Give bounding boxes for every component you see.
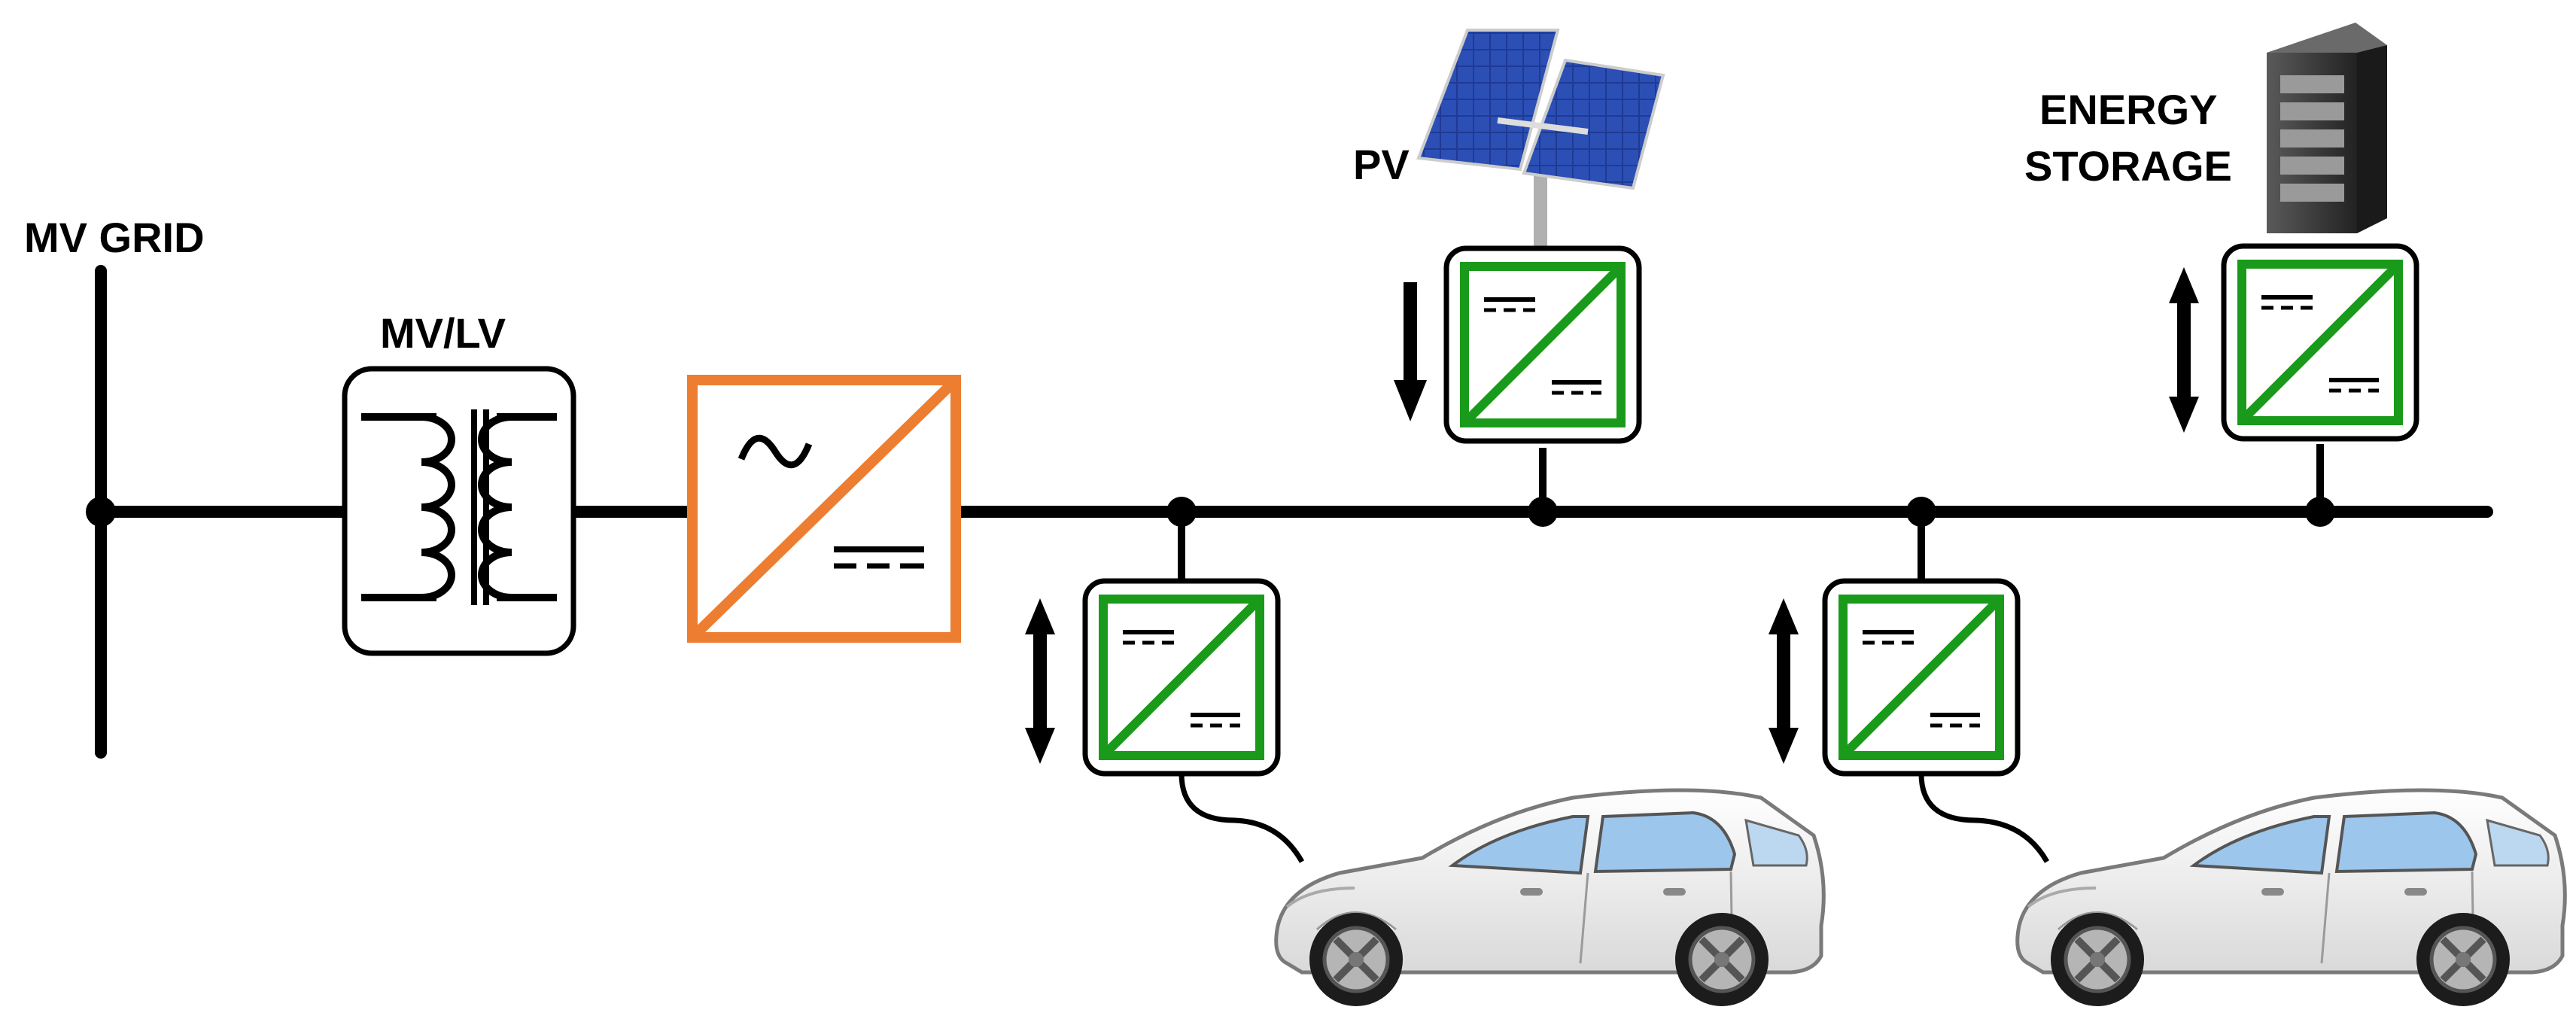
pv-label: PV [1353,141,1410,188]
storage-label-line2: STORAGE [2024,142,2232,190]
electric-car-icon [1276,790,1824,1006]
ev2-charging-cable [1918,773,2050,863]
pv-dc-dc-converter-icon [1446,248,1639,441]
ev2-dc-dc-converter-icon [1825,581,2018,774]
transformer-icon [342,366,576,656]
ev2-bidirectional-arrow-icon [1769,598,1799,764]
mv-grid-label: MV GRID [24,214,205,261]
ac-dc-converter-icon [687,375,961,643]
down-arrow-icon [1394,282,1427,421]
transformer-label: MV/LV [380,309,506,357]
solar-panel-icon [1416,29,1665,256]
storage-dc-dc-converter-icon [2224,246,2416,439]
battery-rack-icon [2267,23,2387,233]
ev1-dc-dc-converter-icon [1085,581,1278,774]
electric-car-icon [2018,790,2565,1006]
storage-label-line1: ENERGY [2039,86,2218,133]
ev1-charging-cable [1179,773,1305,863]
lv-bus [101,497,2493,527]
ev1-bidirectional-arrow-icon [1025,598,1055,764]
storage-bidirectional-arrow-icon [2169,267,2199,433]
